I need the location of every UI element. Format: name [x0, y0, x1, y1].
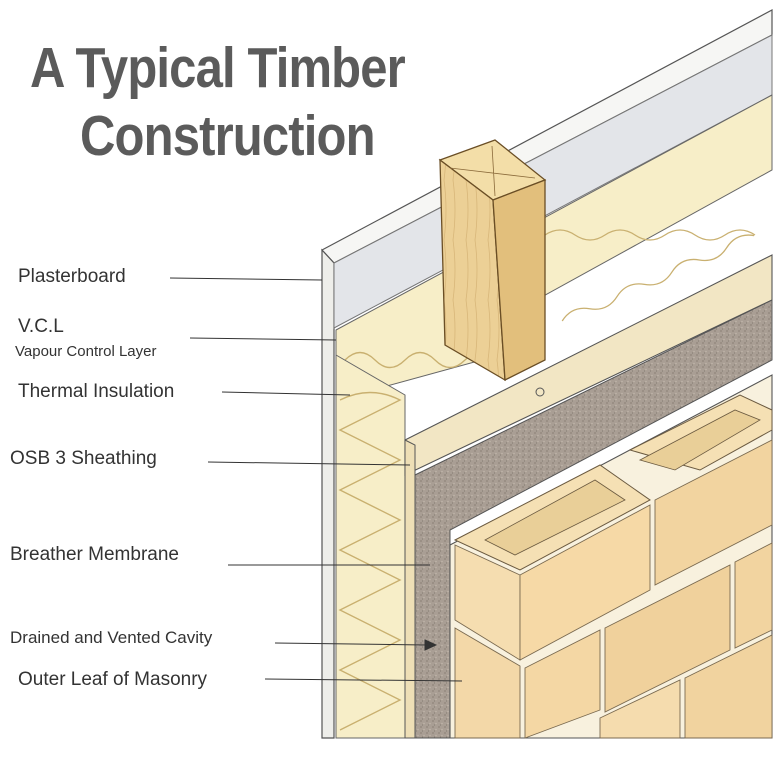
leader-lines [169, 277, 463, 682]
label-vcl-full: Vapour Control Layer [15, 343, 157, 360]
label-osb-sheathing: OSB 3 Sheathing [10, 448, 157, 469]
label-thermal-insulation: Thermal Insulation [18, 381, 175, 402]
brick-outer-leaf [449, 374, 773, 739]
osb-sheathing [404, 254, 773, 739]
breather-membrane [414, 299, 773, 739]
title-line-2: Construction [80, 104, 376, 168]
label-vcl: V.C.L [18, 316, 64, 337]
label-outer-leaf: Outer Leaf of Masonry [18, 669, 208, 690]
timber-stud [438, 139, 547, 382]
label-breather-membrane: Breather Membrane [10, 544, 179, 565]
plasterboard-layer [321, 9, 773, 739]
title-line-1: A Typical Timber [30, 36, 406, 100]
label-drained-cavity: Drained and Vented Cavity [10, 628, 213, 647]
label-plasterboard: Plasterboard [18, 266, 126, 287]
